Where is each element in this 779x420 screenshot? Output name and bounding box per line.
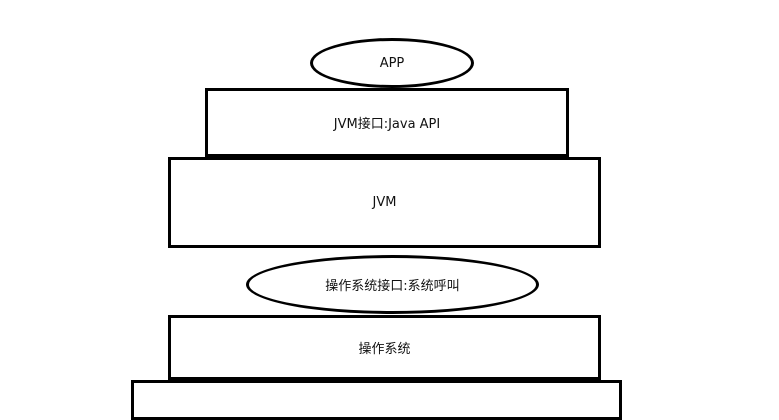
os-node: 操作系统 — [168, 315, 601, 380]
app-label: APP — [379, 55, 405, 71]
jvm-node: JVM — [168, 157, 601, 248]
jvm-api-label: JVM接口:Java API — [333, 117, 441, 132]
hardware-node — [131, 380, 622, 420]
jvm-label: JVM — [372, 195, 397, 210]
app-node: APP — [310, 38, 474, 88]
os-syscall-label: 操作系统接口:系统呼叫 — [325, 279, 460, 294]
os-syscall-node: 操作系统接口:系统呼叫 — [246, 255, 539, 314]
jvm-api-node: JVM接口:Java API — [205, 88, 569, 157]
os-label: 操作系统 — [358, 342, 411, 357]
